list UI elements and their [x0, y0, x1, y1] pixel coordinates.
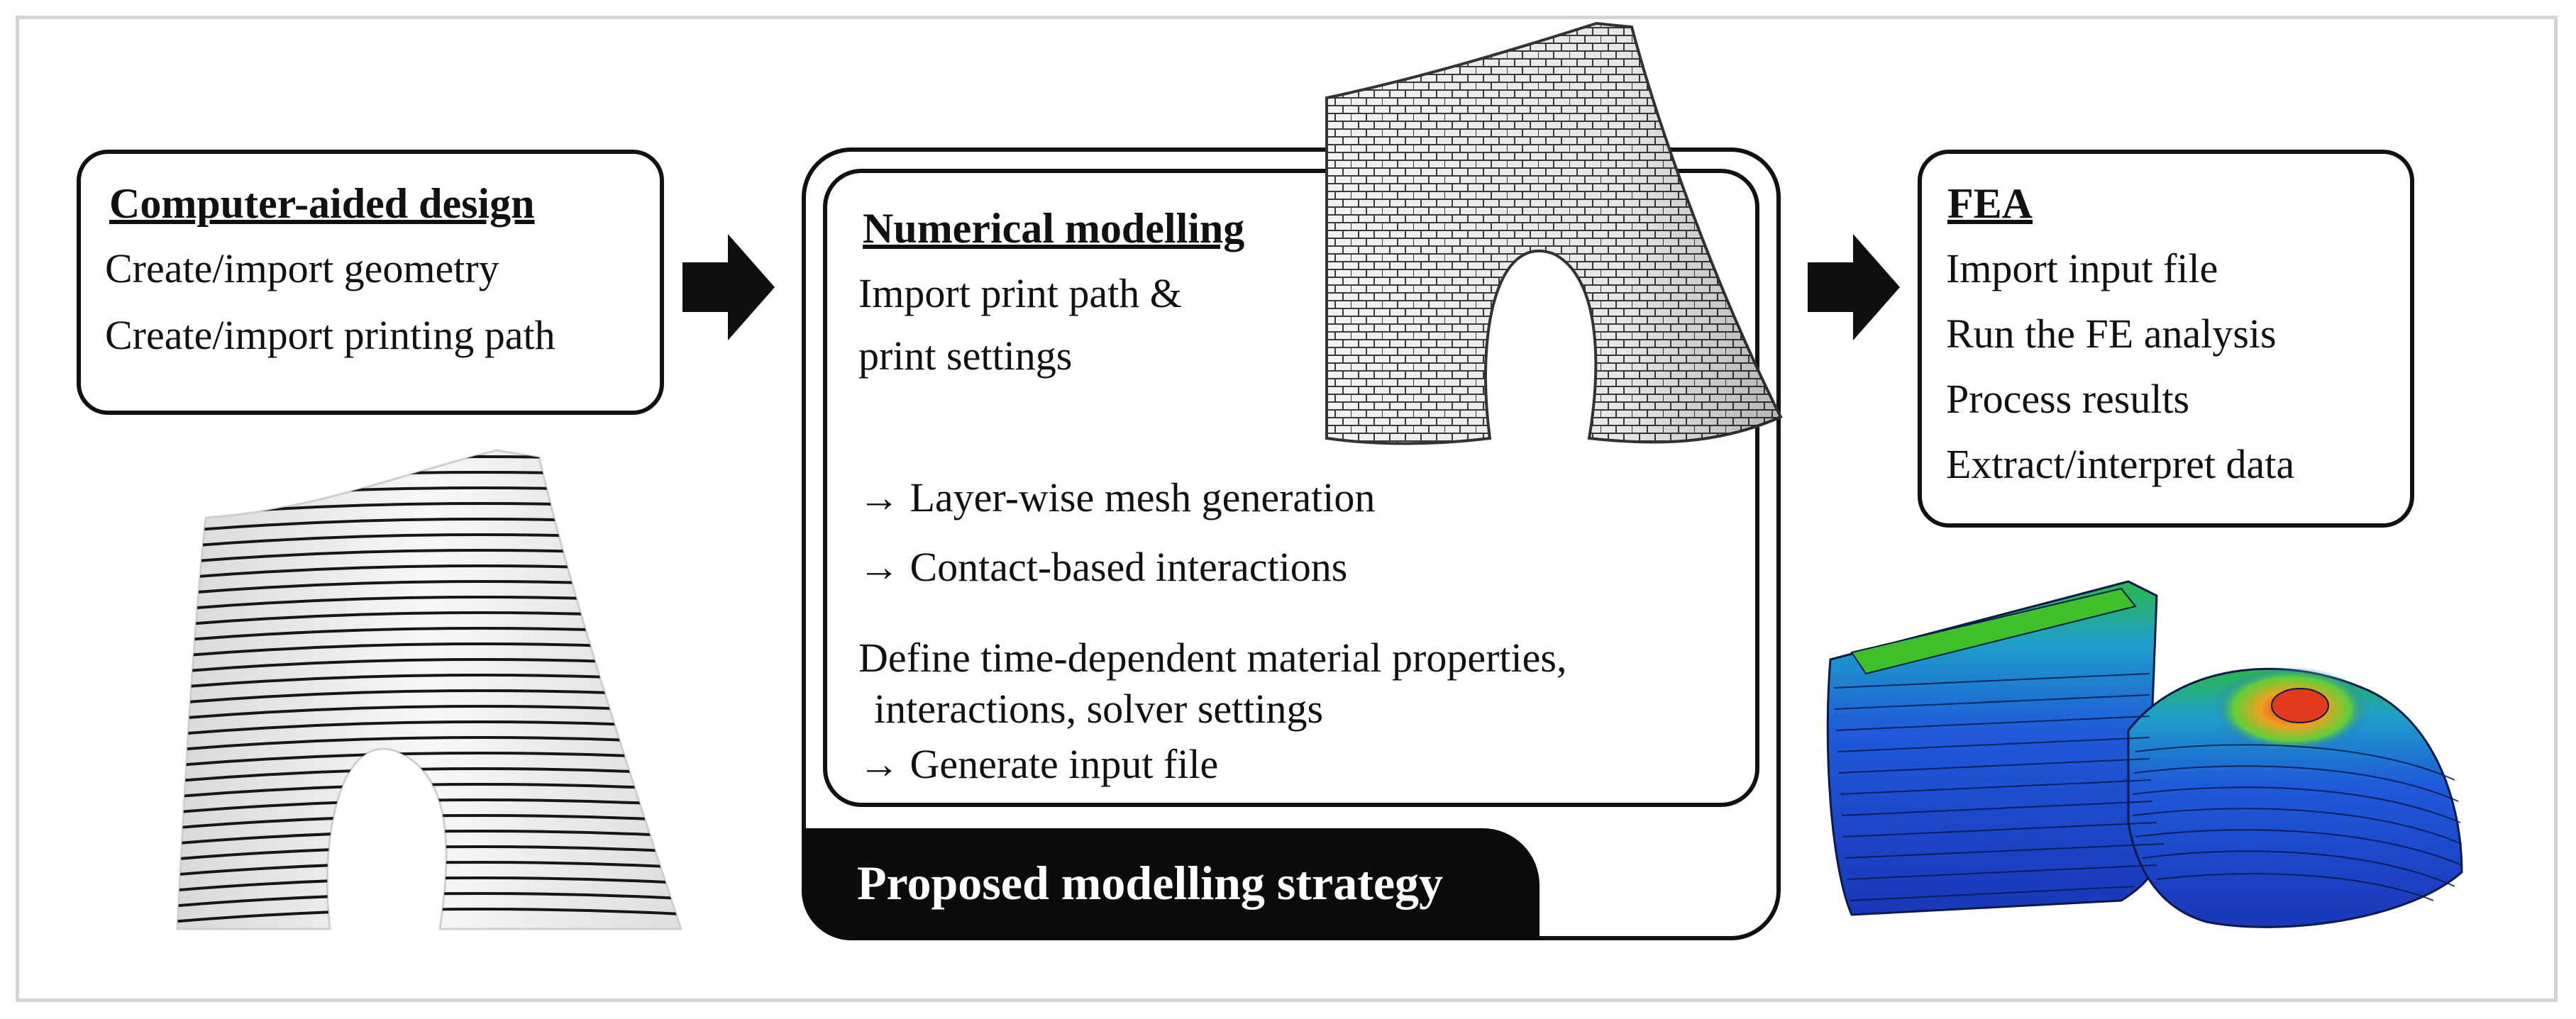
- fea-title: FEA: [1947, 180, 2033, 227]
- fea-box: FEA Import input file Run the FE analysi…: [1918, 150, 2414, 528]
- step-generate-input: → Generate input file: [858, 741, 1219, 787]
- cad-box: Computer-aided design Create/import geom…: [77, 150, 664, 415]
- cad-title: Computer-aided design: [109, 180, 535, 227]
- step-mesh-generation: → Layer-wise mesh generation: [858, 474, 1376, 520]
- flow-arrow-right: [1808, 234, 1900, 340]
- meshed-model-figure: [1325, 21, 1783, 445]
- fea-item-run: Run the FE analysis: [1946, 311, 2277, 357]
- fea-item-process: Process results: [1946, 376, 2190, 422]
- strategy-label: Proposed modelling strategy: [857, 856, 1444, 910]
- fea-contour-result: [1826, 580, 2463, 928]
- numerical-title: Numerical modelling: [863, 205, 1245, 252]
- step-contact-interactions: → Contact-based interactions: [858, 544, 1348, 590]
- cad-item-geometry: Create/import geometry: [105, 245, 499, 291]
- cad-item-printing-path: Create/import printing path: [105, 312, 555, 358]
- define-line1: Define time-dependent material propertie…: [858, 635, 1567, 681]
- strategy-tab: [802, 828, 1539, 940]
- define-line2: interactions, solver settings: [874, 686, 1324, 732]
- flow-arrow-left: [682, 234, 775, 340]
- fea-item-import: Import input file: [1946, 245, 2218, 291]
- cad-layered-geometry: [176, 449, 683, 930]
- numerical-import-line2: print settings: [858, 333, 1073, 379]
- figure-frame: [16, 16, 2558, 1002]
- numerical-import-line1: Import print path &: [858, 270, 1182, 316]
- fea-item-extract: Extract/interpret data: [1946, 441, 2295, 487]
- numerical-modelling-box: Numerical modelling Import print path & …: [823, 169, 1759, 807]
